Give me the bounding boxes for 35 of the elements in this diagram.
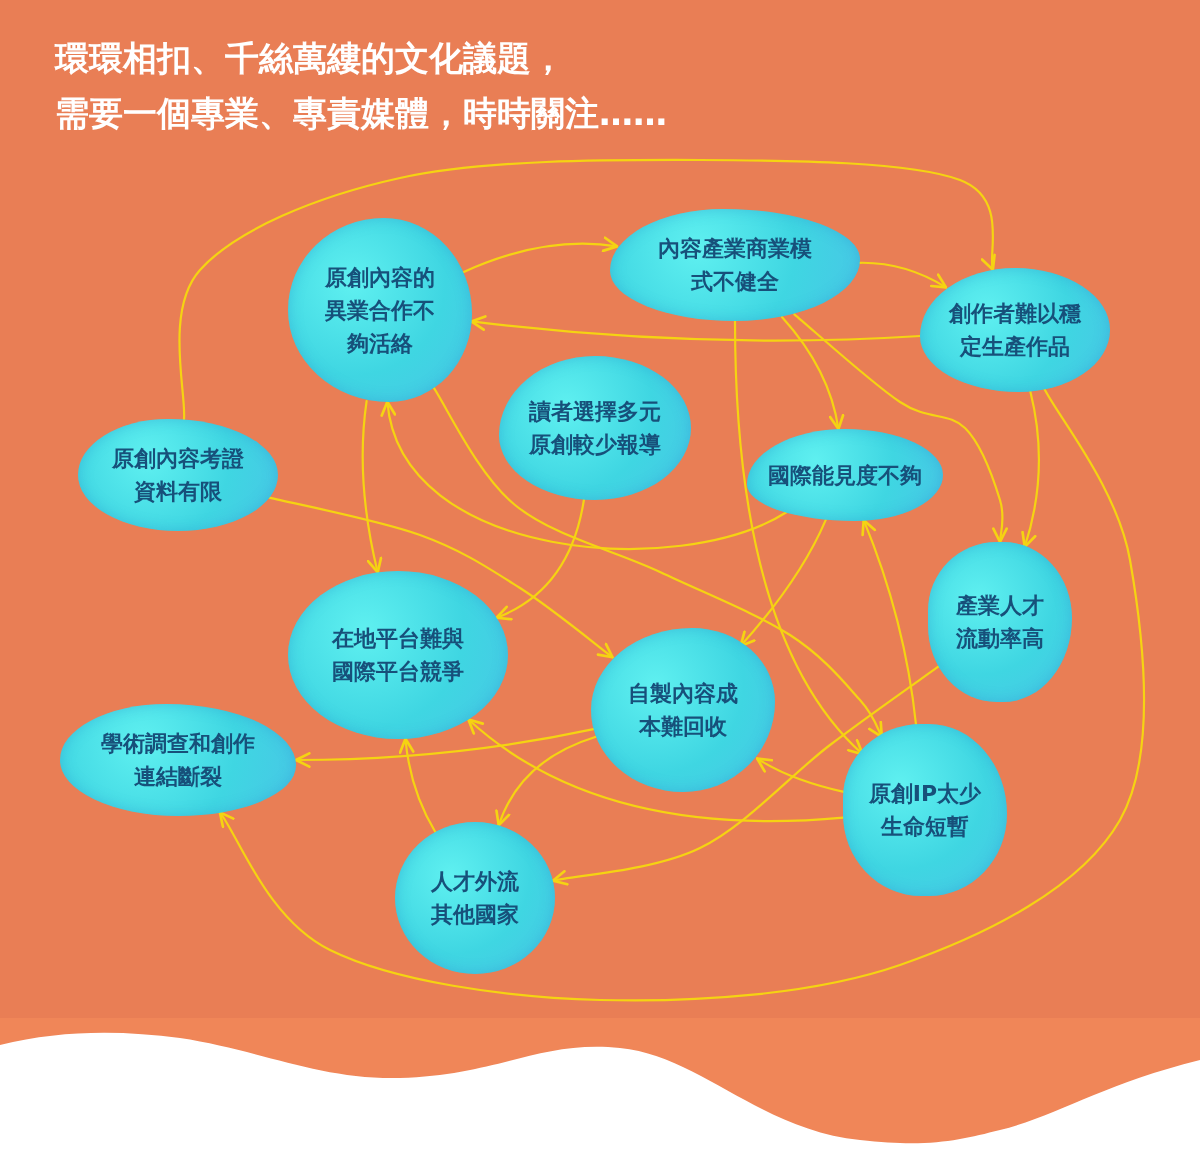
- arrow: [467, 718, 845, 823]
- issue-text: 原創內容考證資料有限: [111, 445, 245, 506]
- arrow: [733, 319, 864, 756]
- issue-text: 原創IP太少生命短暫: [867, 780, 983, 841]
- arrow: [858, 261, 948, 289]
- arrow: [495, 498, 586, 620]
- arrow: [294, 728, 595, 768]
- arrow: [739, 519, 827, 648]
- subheading: 需要一個專業、專責媒體，時時關注……: [55, 93, 667, 134]
- issue-text: 產業人才流動率高: [955, 592, 1045, 653]
- issue-text: 自製內容成本難回收: [627, 680, 739, 741]
- issue-text: 在地平台難與國際平台競爭: [331, 625, 465, 686]
- arrow: [462, 236, 619, 274]
- arrow: [755, 757, 846, 794]
- issue-text: 國際能見度不夠: [767, 461, 923, 490]
- issue-text: 讀者選擇多元原創較少報導: [528, 398, 662, 459]
- arrow: [861, 518, 918, 726]
- arrow: [178, 158, 999, 421]
- arrow: [469, 315, 922, 342]
- arrow: [495, 735, 598, 827]
- arrow: [780, 315, 845, 431]
- arrow: [551, 664, 941, 887]
- issue-text: 學術調查和創作連結斷裂: [100, 730, 256, 791]
- arrow: [268, 496, 614, 659]
- issue-text: 原創內容的異業合作不夠活絡: [324, 263, 436, 358]
- arrow: [218, 387, 1146, 1002]
- issue-text: 創作者難以穩定生產作品: [947, 300, 1082, 361]
- arrow: [1020, 390, 1040, 549]
- issue-text: 人才外流其他國家: [430, 868, 520, 929]
- arrow: [793, 313, 1009, 544]
- heading: 環環相扣、千絲萬縷的文化議題，: [55, 38, 565, 79]
- arrow: [382, 400, 788, 550]
- arrow: [361, 399, 383, 574]
- arrow: [398, 737, 437, 834]
- issue-text: 內容產業商業模式不健全: [657, 235, 813, 296]
